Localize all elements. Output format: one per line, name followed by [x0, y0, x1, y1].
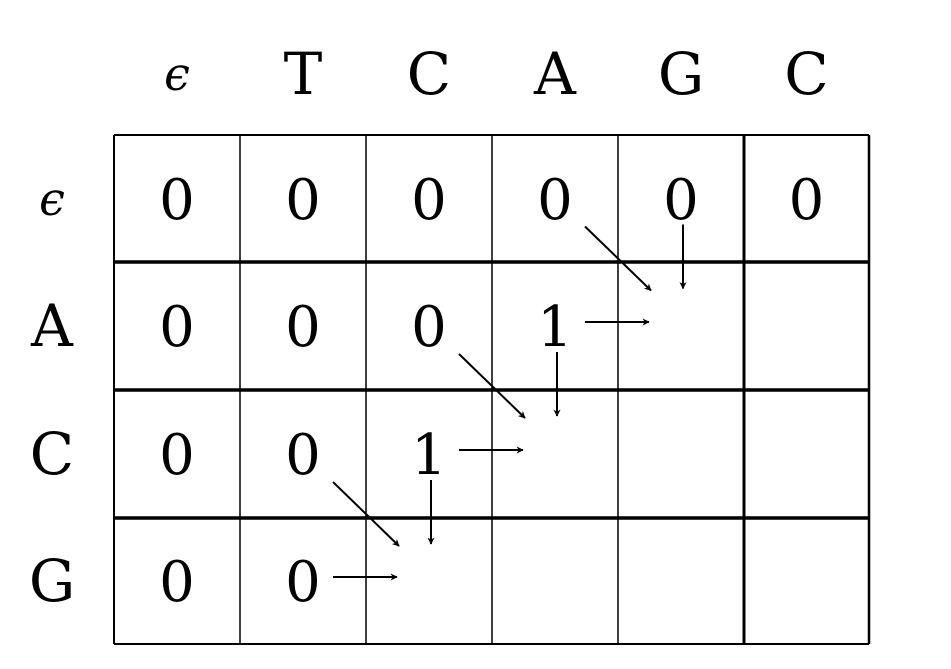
- cell-value: 0: [285, 550, 321, 615]
- row-header: ϵ: [39, 171, 65, 226]
- column-header: ϵ: [164, 47, 190, 101]
- row-header: A: [31, 292, 73, 360]
- arrow-diag: [584, 225, 652, 292]
- arrow-diag: [332, 481, 400, 547]
- cell-value: 0: [159, 423, 195, 488]
- arrow-diag: [458, 353, 526, 419]
- cell-value: 0: [537, 167, 573, 233]
- cell-value: 0: [159, 295, 195, 360]
- cell-value: 0: [285, 167, 321, 233]
- row-header: G: [28, 547, 76, 615]
- column-header: C: [406, 40, 452, 108]
- cell-value: 1: [411, 423, 447, 488]
- column-header: G: [657, 40, 705, 108]
- cell-value: 0: [788, 167, 825, 233]
- cell-value: 0: [411, 295, 447, 360]
- column-header: T: [283, 40, 323, 108]
- row-header: C: [29, 420, 75, 488]
- cell-value: 0: [663, 167, 699, 233]
- cell-value: 1: [537, 295, 573, 360]
- column-header: C: [784, 40, 829, 108]
- cell-value: 0: [411, 167, 447, 233]
- cell-value: 0: [159, 167, 195, 233]
- cell-value: 0: [285, 423, 321, 488]
- cell-value: 0: [159, 550, 195, 615]
- column-header: A: [534, 40, 576, 108]
- cell-value: 0: [285, 295, 321, 360]
